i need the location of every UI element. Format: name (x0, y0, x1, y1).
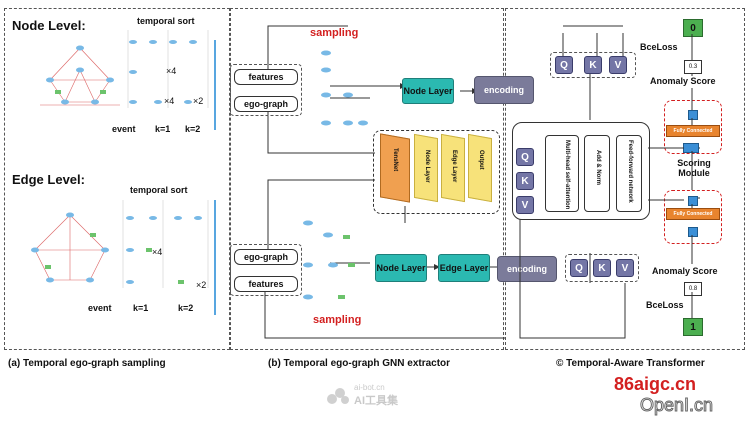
encoding-top: encoding (474, 76, 534, 104)
aibot-logo-icon (327, 387, 349, 404)
k-box-bottom: K (593, 259, 611, 277)
node-times4-b: ×4 (164, 96, 175, 106)
node-level-bracket (214, 40, 216, 130)
fc-out-bottom (688, 227, 698, 237)
scoring-frame-top (664, 100, 722, 154)
panel-c-border (505, 8, 745, 350)
ego-graph-box-bottom: ego-graph (234, 249, 298, 265)
edge-times4: ×4 (152, 247, 163, 257)
scoring-module-label: Scoring Module (677, 158, 711, 178)
node-times2: ×2 (193, 96, 204, 106)
panel-c-caption: © Temporal-Aware Transformer (556, 358, 705, 369)
sampling-label-bottom: sampling (313, 314, 362, 326)
edge-temporal-sort: temporal sort (130, 185, 188, 195)
ffn-label: Feed-forward network (627, 140, 633, 203)
node-level-graph (40, 45, 120, 106)
edge-layer-bottom: Edge Layer (438, 254, 490, 282)
k-box-top: K (584, 56, 602, 74)
edge-level-sorted (122, 200, 209, 288)
sampled-nodes-bottom (303, 220, 355, 300)
fc-top: Fully Connected (666, 125, 720, 137)
watermark-openi: OpenI.cn (639, 395, 714, 416)
panel-b-border (230, 8, 504, 350)
qkv-frame-top (550, 52, 636, 78)
stack-node-label: Node Layer (424, 150, 430, 183)
bceloss-bottom: BceLoss (646, 300, 684, 310)
watermark-86aigc: 86aigc.cn (614, 374, 697, 394)
edge-k2-label: k=2 (178, 303, 194, 313)
node-layer-top: Node Layer (402, 78, 454, 104)
node-times4-a: ×4 (166, 66, 177, 76)
node-temporal-sort: temporal sort (137, 16, 195, 26)
sampling-label-top: sampling (310, 27, 359, 39)
encoding-bottom: encoding (497, 256, 557, 282)
ffn-box (616, 135, 642, 212)
edge-level-title: Edge Level: (12, 172, 85, 187)
scoring-connectors (648, 34, 693, 318)
bceloss-top: BceLoss (640, 42, 678, 52)
edge-k1-label: k=1 (133, 303, 149, 313)
edge-times2: ×2 (196, 280, 207, 290)
tensnet-label: TensNet (392, 148, 398, 172)
node-layer-bottom: Node Layer (375, 254, 427, 282)
node-level-title: Node Level: (12, 18, 86, 33)
label-top: 0 (683, 19, 703, 37)
addnorm-box (584, 135, 610, 212)
sampled-nodes-top (321, 50, 368, 126)
node-k2-label: k=2 (185, 124, 201, 134)
edge-level-graph (31, 212, 109, 283)
panel-b-caption: (b) Temporal ego-graph GNN extractor (268, 358, 451, 369)
stack-output-label: Output (478, 150, 484, 170)
watermark-aibot: ai-bot.cn AI工具集 (326, 383, 398, 408)
features-box-bottom: features (234, 276, 298, 292)
anomaly-score-top: Anomaly Score (650, 76, 716, 86)
scoring-frame-bottom (664, 190, 722, 244)
attention-label: Multi-head self-attention (564, 140, 570, 210)
features-bracket-bottom (230, 244, 302, 296)
q-box-bottom: Q (570, 259, 588, 277)
ego-graph-box-top: ego-graph (234, 96, 298, 112)
watermark-aibot-line1: ai-bot.cn (354, 383, 385, 392)
watermark-aibot-line2: AI工具集 (354, 395, 398, 407)
attention-box (545, 135, 579, 212)
fc-bottom: Fully Connected (666, 208, 720, 220)
panel-a-border (4, 8, 230, 350)
stack-edge-label: Edge Layer (451, 150, 457, 183)
gnn-stack-frame (373, 130, 500, 214)
features-box-top: features (234, 69, 298, 85)
node-level-sorted (127, 30, 209, 108)
node-k1-label: k=1 (155, 124, 171, 134)
v-box-top: V (609, 56, 627, 74)
node-event-label: event (112, 124, 136, 134)
score-top: 0.3 (684, 60, 702, 74)
v-box-mid: V (516, 196, 534, 214)
edge-level-bracket (214, 200, 216, 315)
v-box-bottom: V (616, 259, 634, 277)
addnorm-label: Add & Norm (595, 150, 601, 185)
q-box-top: Q (555, 56, 573, 74)
k-box-mid: K (516, 172, 534, 190)
qkv-frame-bottom (565, 254, 639, 282)
anomaly-score-bottom: Anomaly Score (652, 266, 718, 276)
panel-a-caption: (a) Temporal ego-graph sampling (8, 358, 166, 369)
edge-event-label: event (88, 303, 112, 313)
label-bottom: 1 (683, 318, 703, 336)
score-bottom: 0.8 (684, 282, 702, 296)
features-bracket-top (230, 64, 302, 116)
fc-in-bottom (688, 196, 698, 206)
fc-in-top (688, 110, 698, 120)
q-box-mid: Q (516, 148, 534, 166)
